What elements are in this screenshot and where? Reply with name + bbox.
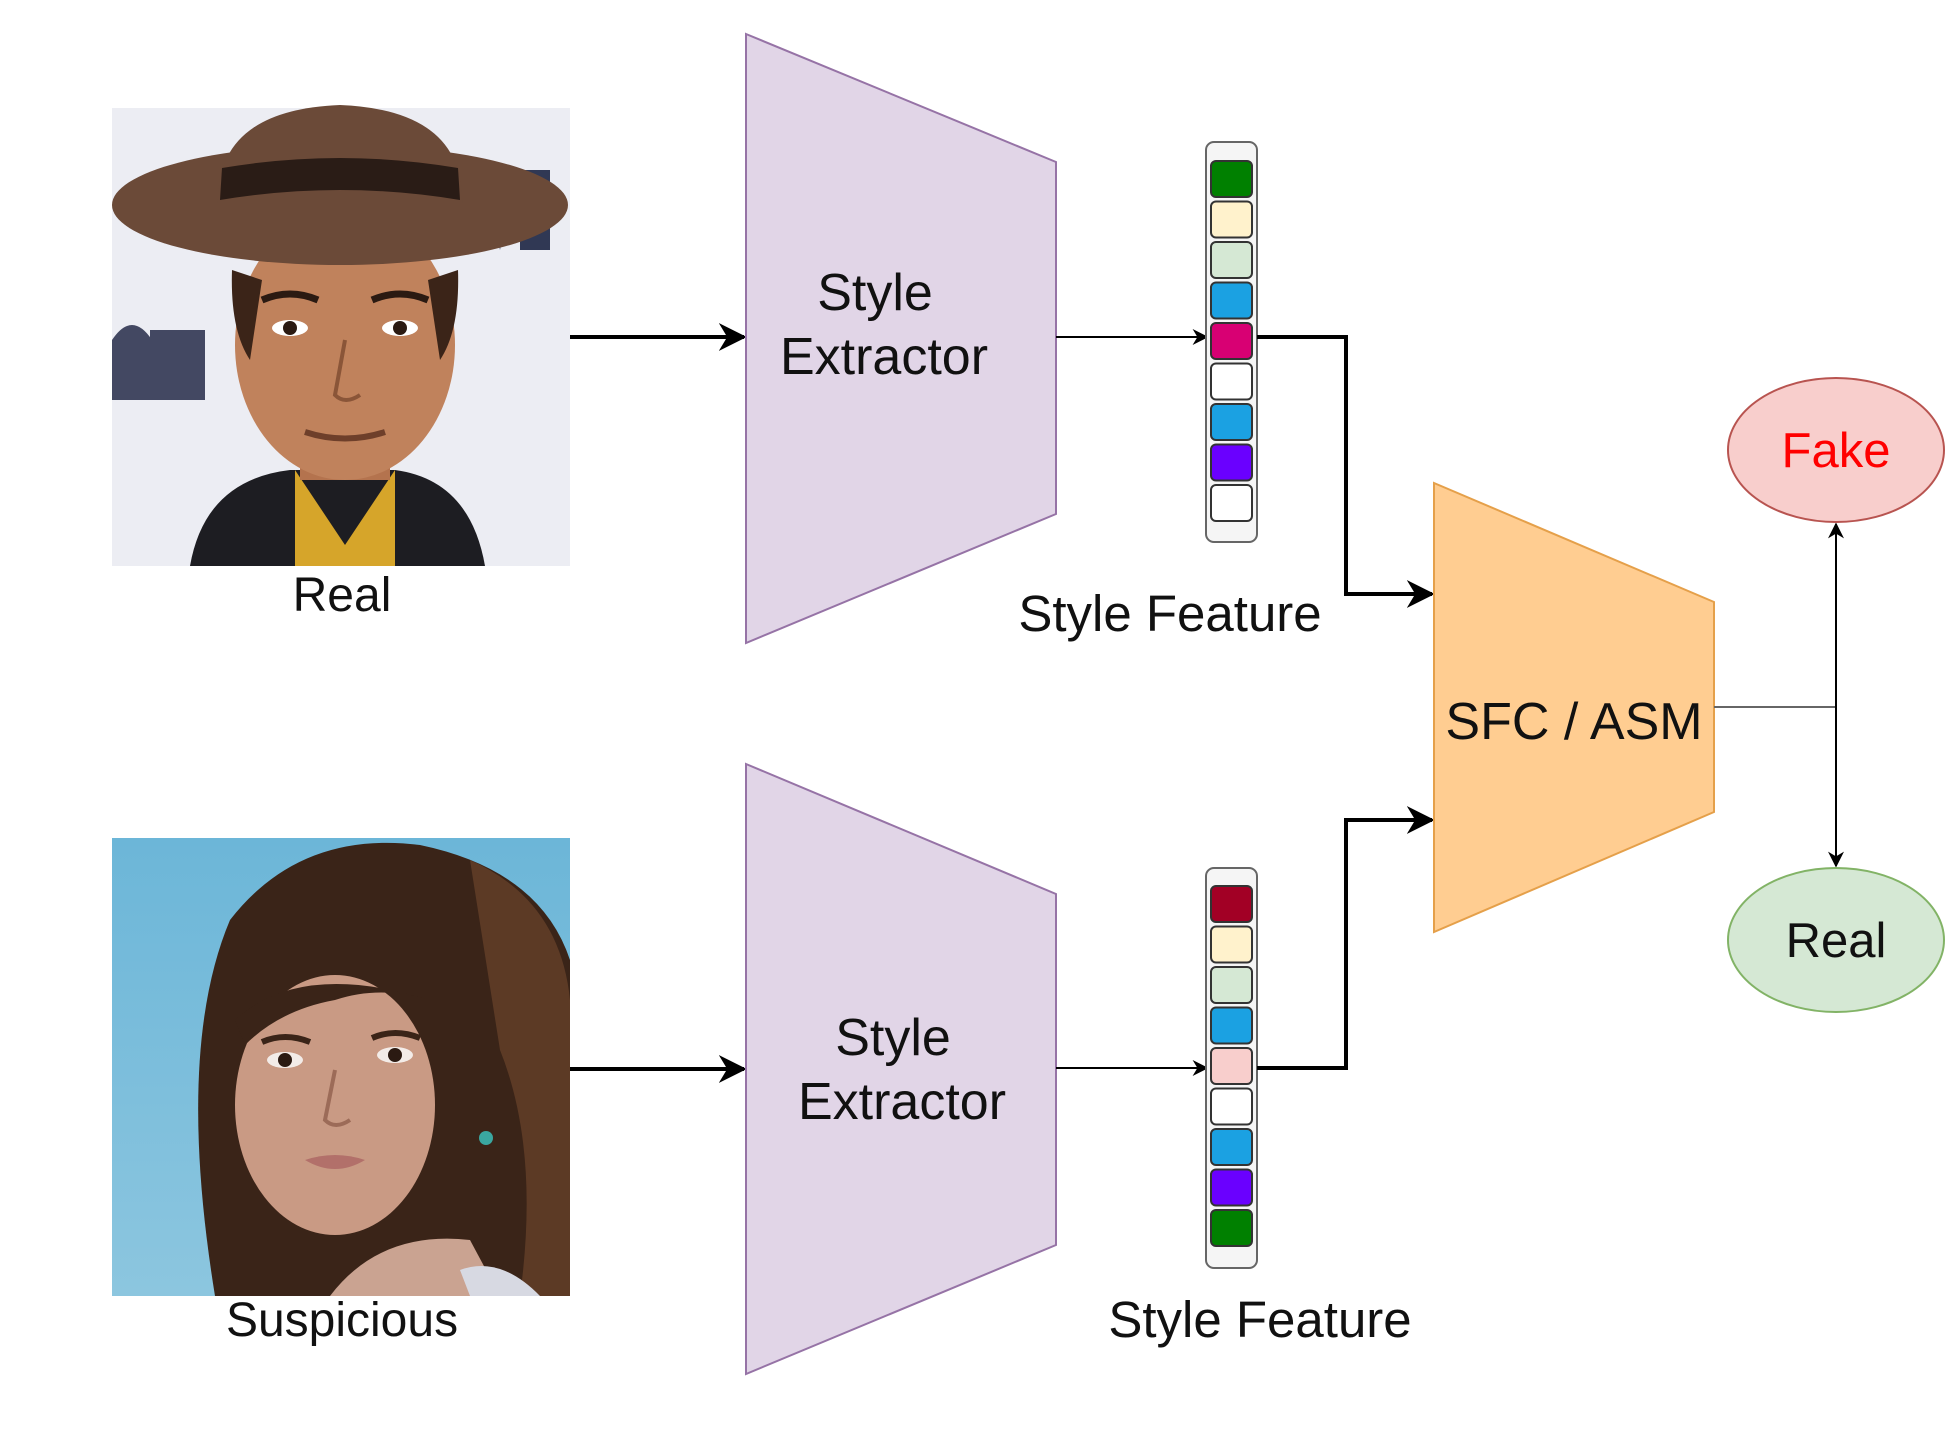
extractor-top-line1: Style <box>817 264 933 322</box>
style-feature-top-cells <box>1210 160 1253 522</box>
style-feature-top-cell-8 <box>1210 443 1253 482</box>
style-feature-bottom-cell-4 <box>1210 1006 1253 1045</box>
style-feature-bottom-cell-3 <box>1210 966 1253 1004</box>
fake-output-label: Fake <box>1782 424 1891 478</box>
real-output-node <box>1727 867 1945 1013</box>
style-feature-top-cell-1 <box>1210 160 1253 198</box>
extractor-bottom-line1: Style <box>835 1009 951 1067</box>
style-extractor-top <box>745 32 1057 645</box>
style-extractor-bottom <box>745 762 1057 1376</box>
real-output-label: Real <box>1786 914 1887 968</box>
connector-bottom-feature-to-classifier <box>1257 806 1435 1070</box>
fake-output-node <box>1727 377 1945 523</box>
style-feature-bottom-cells <box>1210 885 1253 1247</box>
real-input-label: Real <box>293 569 392 622</box>
style-feature-bottom-cell-6 <box>1210 1087 1253 1126</box>
sfc-asm-classifier <box>1433 481 1715 934</box>
style-feature-top-cell-3 <box>1210 241 1253 279</box>
style-feature-top-cell-7 <box>1210 403 1253 441</box>
style-feature-bottom-cell-7 <box>1210 1128 1253 1166</box>
connector-top-feature-to-classifier <box>1257 335 1435 608</box>
style-feature-top-cell-9 <box>1210 484 1253 522</box>
style-feature-bottom-cell-9 <box>1210 1209 1253 1247</box>
style-feature-bottom-cell-8 <box>1210 1168 1253 1207</box>
extractor-bottom-line2: Extractor <box>798 1073 1006 1131</box>
extractor-top-line2: Extractor <box>780 328 988 386</box>
style-feature-top-label: Style Feature <box>1018 585 1321 642</box>
style-feature-top-cell-2 <box>1210 200 1253 239</box>
style-feature-bottom-cell-2 <box>1210 925 1253 964</box>
style-feature-top-cell-6 <box>1210 362 1253 401</box>
suspicious-photo <box>112 838 570 1296</box>
style-feature-bottom-cell-1 <box>1210 885 1253 923</box>
style-feature-top-cell-4 <box>1210 281 1253 320</box>
real-photo <box>112 105 570 566</box>
suspicious-input-label: Suspicious <box>226 1294 458 1347</box>
classifier-label: SFC / ASM <box>1445 693 1702 751</box>
style-feature-bottom-label: Style Feature <box>1108 1291 1411 1348</box>
style-feature-top-cell-5 <box>1210 322 1253 360</box>
style-feature-bottom-cell-5 <box>1210 1047 1253 1085</box>
